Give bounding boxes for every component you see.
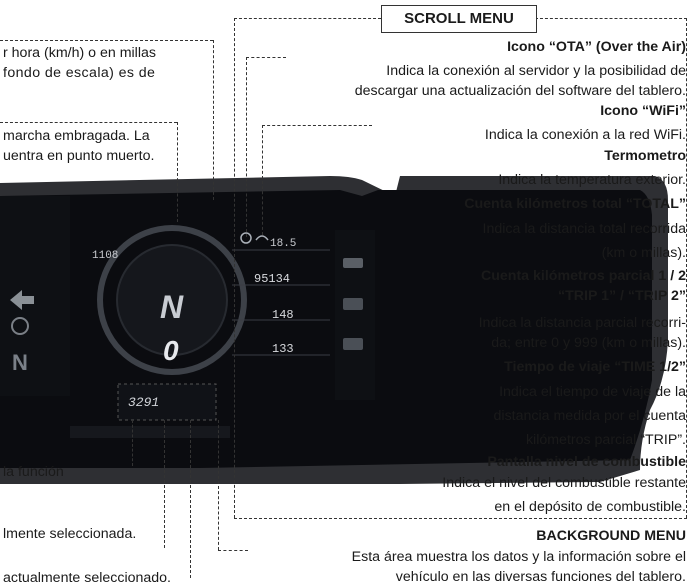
fuel-desc-1: Indica el nivel del combustible restante (442, 473, 686, 493)
gear-display: N (160, 289, 184, 325)
abs-icon (343, 298, 363, 310)
speed-digit: 0 (163, 335, 179, 366)
time-title: Tiempo de viaje “TIME 1/2” (504, 357, 686, 377)
temp-value: 18.5 (270, 238, 296, 250)
background-menu-desc-1: Esta área muestra los datos y la informa… (352, 547, 686, 567)
background-menu-desc-2: vehículo en las diversas funciones del t… (396, 567, 686, 587)
total-desc-1: Indica la distancia total recorrida (483, 219, 686, 239)
ota-desc-1: Indica la conexión al servidor y la posi… (386, 61, 686, 81)
trip-title-1: Cuenta kilómetros parcial 1 / 2 (481, 266, 686, 286)
time-desc-1: Indica el tiempo de viaje de la (499, 382, 686, 402)
neutral-icon: N (12, 350, 28, 375)
trip-title-2: “TRIP 1” / “TRIP 2” (558, 286, 686, 306)
rpm-digits: 3291 (128, 395, 159, 410)
gear-note-line1: marcha embragada. La (3, 126, 150, 146)
trip-value: 148 (272, 308, 294, 322)
scroll-menu-title: SCROLL MENU (381, 5, 537, 33)
total-desc-2: (km o millas). (602, 243, 686, 263)
speed-note-line1: r hora (km/h) o en millas (3, 43, 156, 63)
gear-note-line2: uentra en punto muerto. (3, 146, 154, 166)
time-desc-3: kilómetros parcial “TRIP”. (526, 430, 686, 450)
time-value: 133 (272, 342, 294, 356)
background-menu-title: BACKGROUND MENU (536, 526, 686, 546)
ota-desc-2: descargar una actualización del software… (355, 81, 686, 101)
fuel-title: Pantalla nivel de combustible (487, 452, 686, 472)
trip-desc-2: da; entre 0 y 999 (km o millas). (491, 333, 686, 353)
thermo-title: Termometro (604, 146, 686, 166)
total-value: 95134 (254, 272, 290, 286)
total-title: Cuenta kilómetros total “TOTAL” (464, 194, 686, 214)
fuel-desc-2: en el depósito de combustible. (494, 497, 686, 517)
trip-desc-1: Indica la distancia parcial recorri- (479, 313, 686, 333)
oil-icon (343, 258, 363, 268)
bottom-strip (70, 426, 230, 438)
left-icon-panel (0, 196, 70, 396)
selection-note-2: actualmente seleccionado. (3, 568, 171, 588)
wifi-title: Icono “WiFi” (600, 101, 686, 121)
moto-icon (343, 338, 363, 350)
odo-small: 1108 (92, 250, 118, 262)
speed-note-line2: fondo de escala) es de (3, 63, 155, 83)
right-icon-panel (335, 230, 375, 400)
wifi-desc: Indica la conexión a la red WiFi. (485, 125, 686, 145)
function-note: la función (3, 462, 64, 482)
ota-title: Icono “OTA” (Over the Air) (507, 37, 686, 57)
selection-note: lmente seleccionada. (3, 524, 136, 544)
time-desc-2: distancia medida por el cuenta (494, 406, 686, 426)
thermo-desc: Indica la temperatura exterior. (498, 170, 686, 190)
